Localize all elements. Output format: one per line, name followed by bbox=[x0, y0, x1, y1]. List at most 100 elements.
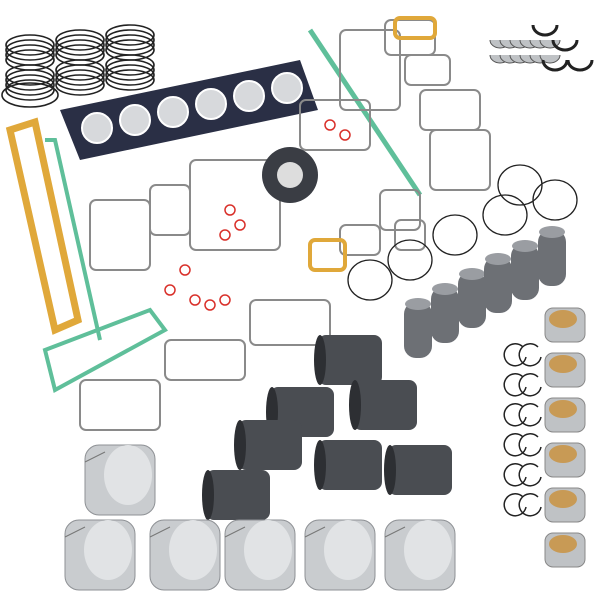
bushing-bore bbox=[549, 310, 577, 328]
piston-ring bbox=[105, 29, 155, 51]
gasket bbox=[393, 16, 437, 40]
ring-groove bbox=[149, 526, 171, 538]
o-ring bbox=[189, 294, 201, 306]
piston-crown bbox=[84, 520, 132, 580]
circlips bbox=[503, 343, 542, 517]
thrust-washer bbox=[541, 59, 569, 72]
liner-o-ring bbox=[532, 179, 578, 221]
piston-ring bbox=[1, 82, 59, 108]
ring-groove bbox=[384, 526, 406, 538]
side-gasket bbox=[45, 138, 102, 341]
o-ring bbox=[179, 264, 191, 276]
piston-ring bbox=[105, 24, 155, 46]
ring-groove bbox=[84, 451, 106, 463]
head-gasket-bore bbox=[81, 112, 113, 144]
piston-ring bbox=[105, 69, 155, 91]
circlip bbox=[503, 493, 527, 517]
piston-ring bbox=[5, 39, 55, 61]
bushing-bore bbox=[549, 535, 577, 553]
gasket bbox=[404, 54, 451, 86]
cylinder-liner-end bbox=[202, 470, 214, 520]
circlip bbox=[518, 463, 542, 487]
gasket bbox=[164, 339, 246, 381]
piston-ring bbox=[105, 59, 155, 81]
piston-crown bbox=[104, 445, 152, 505]
bushings bbox=[544, 307, 586, 568]
piston-ring bbox=[5, 79, 55, 101]
head-gasket-bore bbox=[233, 80, 265, 112]
piston-ring bbox=[5, 64, 55, 86]
crank-seal-center bbox=[277, 162, 303, 188]
head-gasket-bore bbox=[119, 104, 151, 136]
liner-o-ring bbox=[482, 194, 528, 236]
o-ring bbox=[204, 299, 216, 311]
gasket-set bbox=[5, 16, 578, 431]
cylinder-liner-end bbox=[384, 445, 396, 495]
cylinder-liner bbox=[318, 335, 382, 385]
piston-crown bbox=[404, 520, 452, 580]
piston-ring bbox=[105, 54, 155, 76]
o-ring bbox=[324, 119, 336, 131]
cylinder-liner bbox=[206, 470, 270, 520]
ring-groove bbox=[64, 526, 86, 538]
gasket bbox=[299, 99, 371, 151]
cylinder-liner-end bbox=[234, 420, 246, 470]
piston-crown bbox=[324, 520, 372, 580]
thrust-washer bbox=[551, 39, 579, 52]
circlip bbox=[503, 463, 527, 487]
wrist-pin-end bbox=[432, 283, 458, 295]
gasket bbox=[79, 379, 161, 431]
piston-ring bbox=[55, 69, 105, 91]
bearing-shell bbox=[539, 54, 561, 64]
head-gasket-bore bbox=[195, 88, 227, 120]
main-bearings bbox=[489, 24, 594, 72]
o-ring bbox=[234, 219, 246, 231]
bushing-bore bbox=[549, 490, 577, 508]
cylinder-liner bbox=[238, 420, 302, 470]
circlip bbox=[503, 373, 527, 397]
circlip bbox=[503, 433, 527, 457]
wrist-pin bbox=[404, 302, 432, 358]
cylinder-liner-end bbox=[314, 335, 326, 385]
liner-o-ring bbox=[347, 259, 393, 301]
bushing-bore bbox=[549, 355, 577, 373]
piston-crown bbox=[244, 520, 292, 580]
gasket bbox=[339, 29, 401, 111]
piston-ring bbox=[5, 34, 55, 56]
piston-ring bbox=[55, 74, 105, 96]
bushing-bore bbox=[549, 445, 577, 463]
circlip bbox=[518, 373, 542, 397]
piston-rings bbox=[1, 24, 155, 108]
liner-o-ring bbox=[432, 214, 478, 256]
cylinder-liner-end bbox=[314, 440, 326, 490]
ring-groove bbox=[224, 526, 246, 538]
o-ring bbox=[339, 129, 351, 141]
cylinder-liners bbox=[202, 335, 452, 520]
gasket bbox=[249, 299, 331, 346]
side-gasket bbox=[307, 28, 423, 197]
cylinder-liner bbox=[353, 380, 417, 430]
wrist-pin-end bbox=[405, 298, 431, 310]
circlip bbox=[518, 343, 542, 367]
gasket bbox=[89, 199, 151, 271]
pistons bbox=[64, 444, 456, 591]
gasket bbox=[429, 129, 491, 191]
cylinder-liner-end bbox=[349, 380, 361, 430]
gasket bbox=[308, 238, 347, 272]
piston-ring bbox=[105, 64, 155, 86]
circlip bbox=[518, 403, 542, 427]
wrist-pin bbox=[458, 272, 486, 328]
head-gasket-bore bbox=[157, 96, 189, 128]
wrist-pin-end bbox=[539, 226, 565, 238]
circlip bbox=[518, 493, 542, 517]
oil-pan-gasket bbox=[42, 307, 168, 393]
wrist-pins bbox=[404, 226, 566, 358]
o-ring bbox=[219, 294, 231, 306]
wrist-pin bbox=[511, 244, 539, 300]
wrist-pin-end bbox=[485, 253, 511, 265]
valve-cover-gasket bbox=[5, 117, 83, 335]
cylinder-liner bbox=[388, 445, 452, 495]
liner-o-ring bbox=[497, 164, 543, 206]
cylinder-liner bbox=[318, 440, 382, 490]
